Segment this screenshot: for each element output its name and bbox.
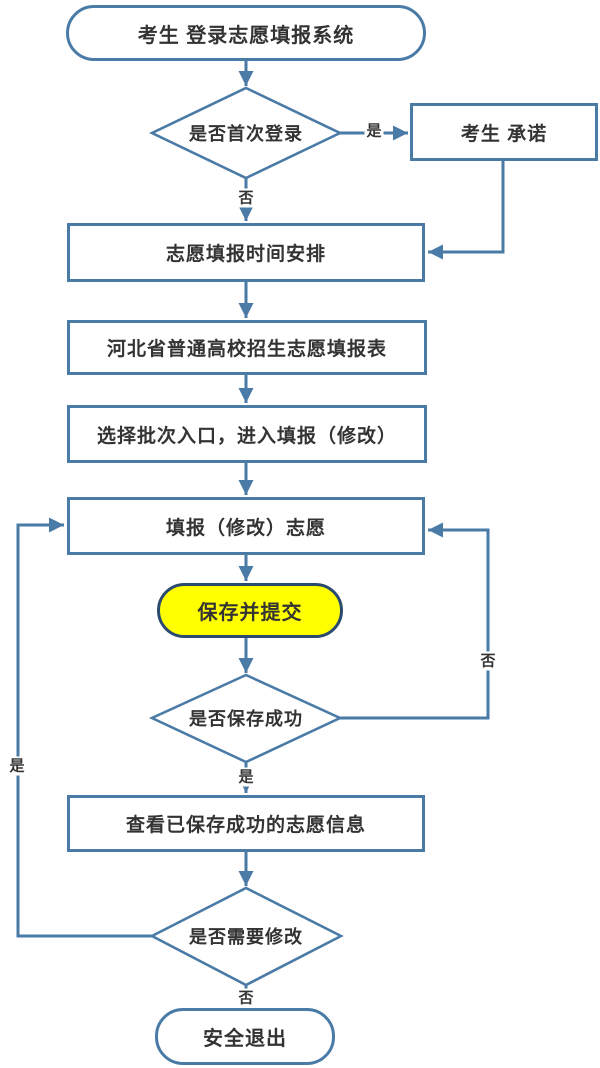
save-submit-node-label: 保存并提交 [197,602,303,624]
edge-label-modify-yes: 是 [7,756,27,776]
need-modify-decision-shape [149,886,344,987]
edge-label-save-no: 否 [478,651,498,671]
batch-node: 选择批次入口，进入填报（修改） [67,405,427,463]
promise-node-label: 考生 承诺 [460,123,548,145]
batch-node-label: 选择批次入口，进入填报（修改） [96,425,397,447]
first-login-decision-label: 是否首次登录 [189,124,303,144]
save-submit-node: 保存并提交 [157,583,343,638]
edge-needmodify-fill-loop [16,517,152,938]
need-modify-decision-label: 是否需要修改 [189,927,303,947]
form-node-label: 河北省普通高校招生志愿填报表 [106,339,387,360]
exit-node-label: 安全退出 [203,1028,287,1050]
edge-label-modify-no: 否 [236,988,256,1008]
fill-node: 填报（修改）志愿 [67,497,425,555]
promise-node: 考生 承诺 [410,103,598,161]
schedule-node-label: 志愿填报时间安排 [165,244,326,265]
edge-label-first-login-no: 否 [236,188,256,208]
edge-label-first-login-yes: 是 [364,121,384,141]
first-login-decision-shape [148,86,344,180]
view-saved-node: 查看已保存成功的志愿信息 [67,795,425,852]
edge-saveok-fill-loop [340,522,490,720]
fill-node-label: 填报（修改）志愿 [165,517,326,539]
save-ok-decision-shape [148,673,344,764]
form-node: 河北省普通高校招生志愿填报表 [67,320,427,375]
edge-promise-schedule [428,161,505,260]
schedule-node: 志愿填报时间安排 [67,223,425,282]
save-ok-decision-label: 是否保存成功 [189,709,303,729]
save-ok-decision: 是否保存成功 [156,704,336,732]
exit-node: 安全退出 [155,1008,335,1065]
need-modify-decision: 是否需要修改 [156,922,336,950]
view-saved-node-label: 查看已保存成功的志愿信息 [125,815,366,836]
edge-label-save-yes: 是 [236,767,256,787]
start-node-label: 考生 登录志愿填报系统 [137,24,355,47]
start-node: 考生 登录志愿填报系统 [66,5,426,61]
first-login-decision: 是否首次登录 [156,119,336,147]
